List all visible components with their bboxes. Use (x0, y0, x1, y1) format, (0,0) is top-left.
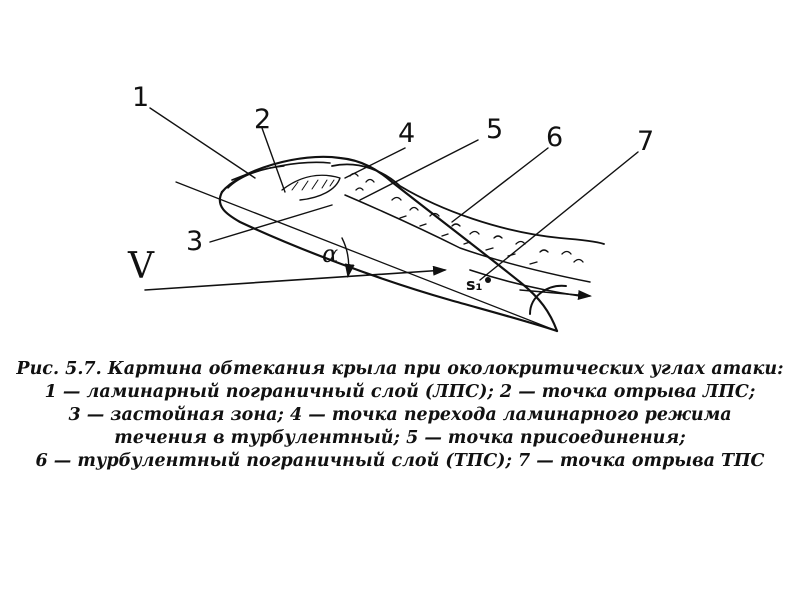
label-4: 4 (398, 118, 415, 149)
separation-bubble-hatching (291, 179, 335, 191)
label-2: 2 (254, 104, 271, 135)
velocity-arrow (144, 265, 447, 291)
leader-line-2 (261, 127, 286, 193)
caption-line-5: 6 — турбулентный пограничный слой (ТПС);… (35, 451, 765, 471)
leader-line-1 (149, 107, 256, 179)
outflow-arrow (519, 289, 592, 300)
wing-lower-surface (218, 190, 559, 333)
separation-bubble (281, 174, 341, 201)
reattachment-label: s₁ (466, 275, 483, 294)
leader-line-7 (479, 151, 639, 281)
label-3: 3 (186, 226, 203, 257)
leader-line-5 (359, 139, 479, 201)
caption-line-2: 1 — ламинарный пограничный слой (ЛПС); 2… (44, 382, 756, 402)
chord-line (175, 181, 558, 332)
leader-line-3 (209, 204, 333, 243)
turbulent-layer-inner-edge (344, 194, 591, 283)
caption-line-3: 3 — застойная зона; 4 — точка перехода л… (68, 405, 732, 425)
label-7: 7 (637, 126, 654, 157)
wing-upper-surface (220, 155, 559, 333)
reattachment-point (485, 277, 491, 283)
caption-line-4: течения в турбулентный; 5 — точка присое… (114, 428, 686, 448)
angle-of-attack-arc (341, 237, 355, 278)
angle-label: α (322, 240, 338, 268)
figure-caption: Рис. 5.7. Картина обтекания крыла при ок… (0, 358, 800, 473)
label-5: 5 (486, 114, 503, 145)
turbulent-layer-upper-edge (331, 163, 605, 245)
velocity-label: V (127, 246, 155, 287)
leader-line-4 (344, 147, 406, 179)
label-1: 1 (132, 82, 149, 113)
caption-line-1: Рис. 5.7. Картина обтекания крыла при ок… (16, 359, 784, 379)
turbulence-dashes (399, 215, 538, 265)
label-6: 6 (546, 122, 563, 153)
laminar-boundary-layer (231, 161, 331, 181)
leader-line-6 (451, 147, 549, 223)
